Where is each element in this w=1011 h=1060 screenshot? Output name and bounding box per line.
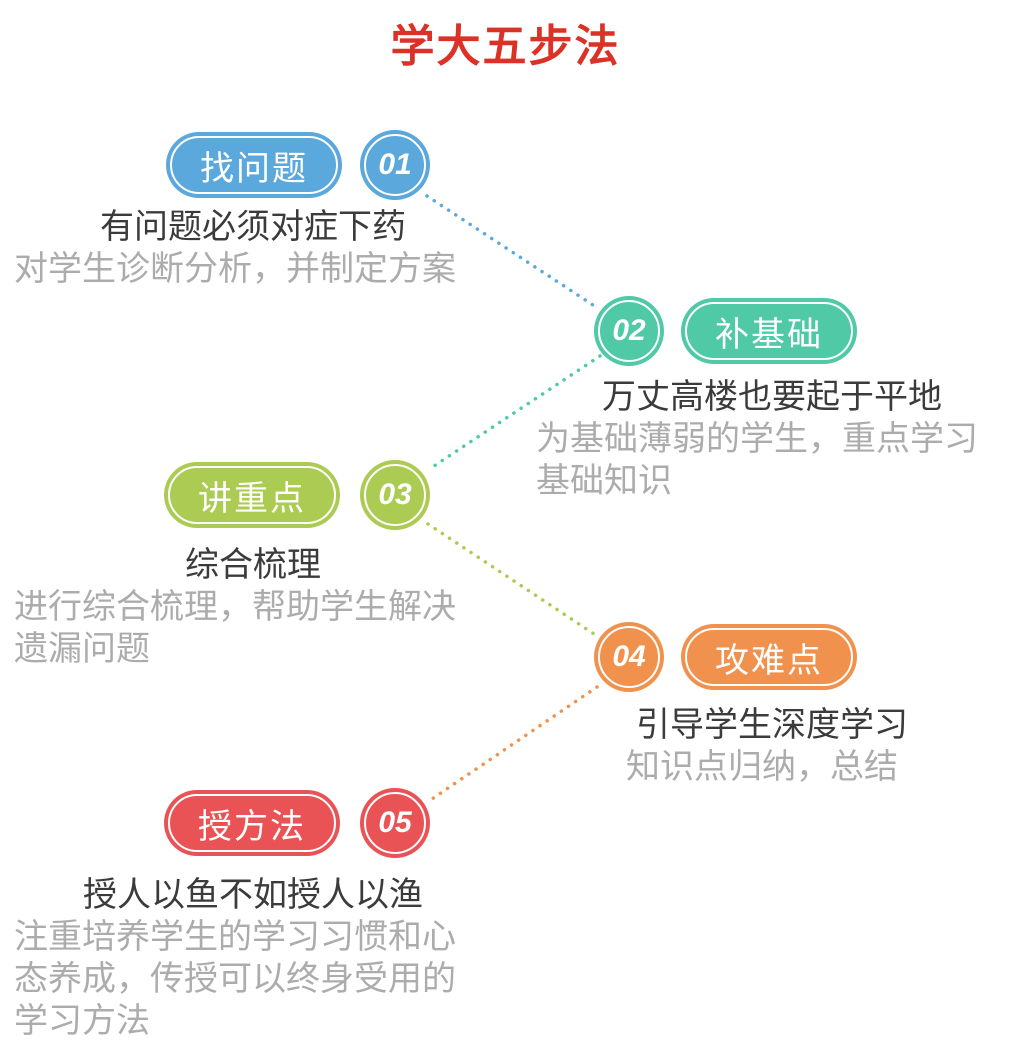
step-5-text: 授人以鱼不如授人以渔 注重培养学生的学习习惯和心 态养成，传授可以终身受用的 学…: [14, 874, 492, 1042]
step-2-heading: 万丈高楼也要起于平地: [602, 378, 942, 416]
step-1-heading: 有问题必须对症下药: [100, 208, 406, 246]
step-5-pill: 授方法: [164, 790, 340, 856]
step-1-number-badge: 01: [360, 130, 430, 200]
step-4-description: 知识点归纳，总结: [626, 748, 898, 786]
step-1-pill: 找问题: [166, 132, 342, 198]
step-4-text: 引导学生深度学习 知识点归纳，总结: [536, 704, 1008, 788]
step-5-number-badge: 05: [360, 788, 430, 858]
step-4-heading: 引导学生深度学习: [636, 706, 908, 744]
step-1-description: 对学生诊断分析，并制定方案: [14, 250, 456, 288]
step-3-text: 综合梳理 进行综合梳理，帮助学生解决 遗漏问题: [14, 544, 492, 670]
step-5-description: 注重培养学生的学习习惯和心 态养成，传授可以终身受用的 学习方法: [14, 918, 456, 1040]
step-3-pill: 讲重点: [164, 462, 340, 528]
step-1-text: 有问题必须对症下药 对学生诊断分析，并制定方案: [14, 206, 492, 290]
step-2-number-badge: 02: [594, 296, 664, 366]
step-2-text: 万丈高楼也要起于平地 为基础薄弱的学生，重点学习 基础知识: [536, 376, 1008, 502]
step-2-description: 为基础薄弱的学生，重点学习 基础知识: [536, 420, 978, 500]
page-title: 学大五步法: [390, 22, 621, 71]
step-4-pill: 攻难点: [681, 624, 857, 690]
step-3-number-badge: 03: [360, 460, 430, 530]
step-2-pill: 补基础: [681, 298, 857, 364]
step-3-heading: 综合梳理: [185, 546, 321, 584]
step-5-heading: 授人以鱼不如授人以渔: [83, 876, 423, 914]
step-4-number-badge: 04: [594, 622, 664, 692]
step-3-description: 进行综合梳理，帮助学生解决 遗漏问题: [14, 588, 456, 668]
